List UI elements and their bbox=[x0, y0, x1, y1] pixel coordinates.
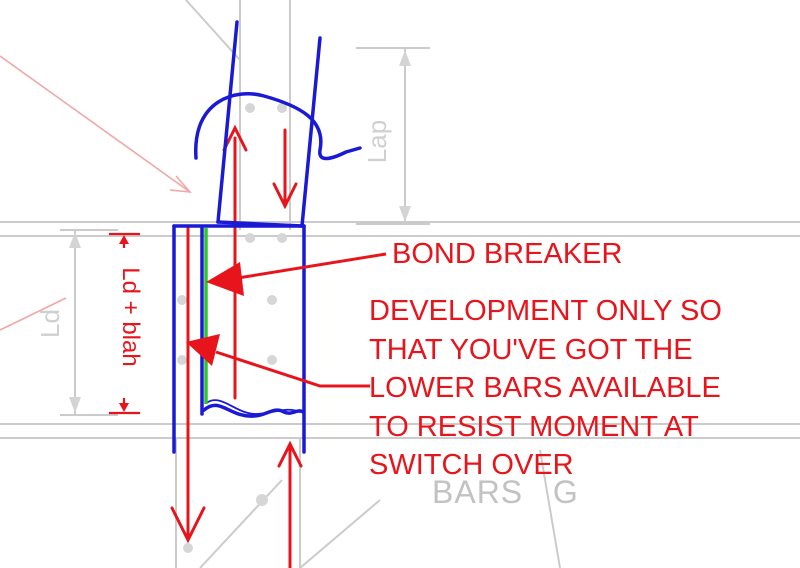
development-note: DEVELOPMENT ONLY SO THAT YOU'VE GOT THE … bbox=[369, 295, 722, 481]
leader-arrows bbox=[186, 252, 387, 388]
faded-pointer-arrows bbox=[0, 55, 192, 331]
rebar-red-lines bbox=[170, 124, 303, 568]
side-dimension-label: Ld + blah bbox=[117, 267, 144, 367]
faded-lap-dimension: Lap bbox=[362, 119, 393, 164]
dimension-line bbox=[109, 232, 140, 415]
background-dots bbox=[177, 103, 287, 553]
faded-dimension-ticks bbox=[69, 50, 411, 413]
faded-bars-label: BARS G bbox=[432, 474, 579, 510]
faded-ld-dimension: Ld bbox=[34, 309, 65, 338]
rebar-blue-outline bbox=[172, 20, 362, 454]
bond-breaker-label: BOND BREAKER bbox=[392, 238, 623, 270]
